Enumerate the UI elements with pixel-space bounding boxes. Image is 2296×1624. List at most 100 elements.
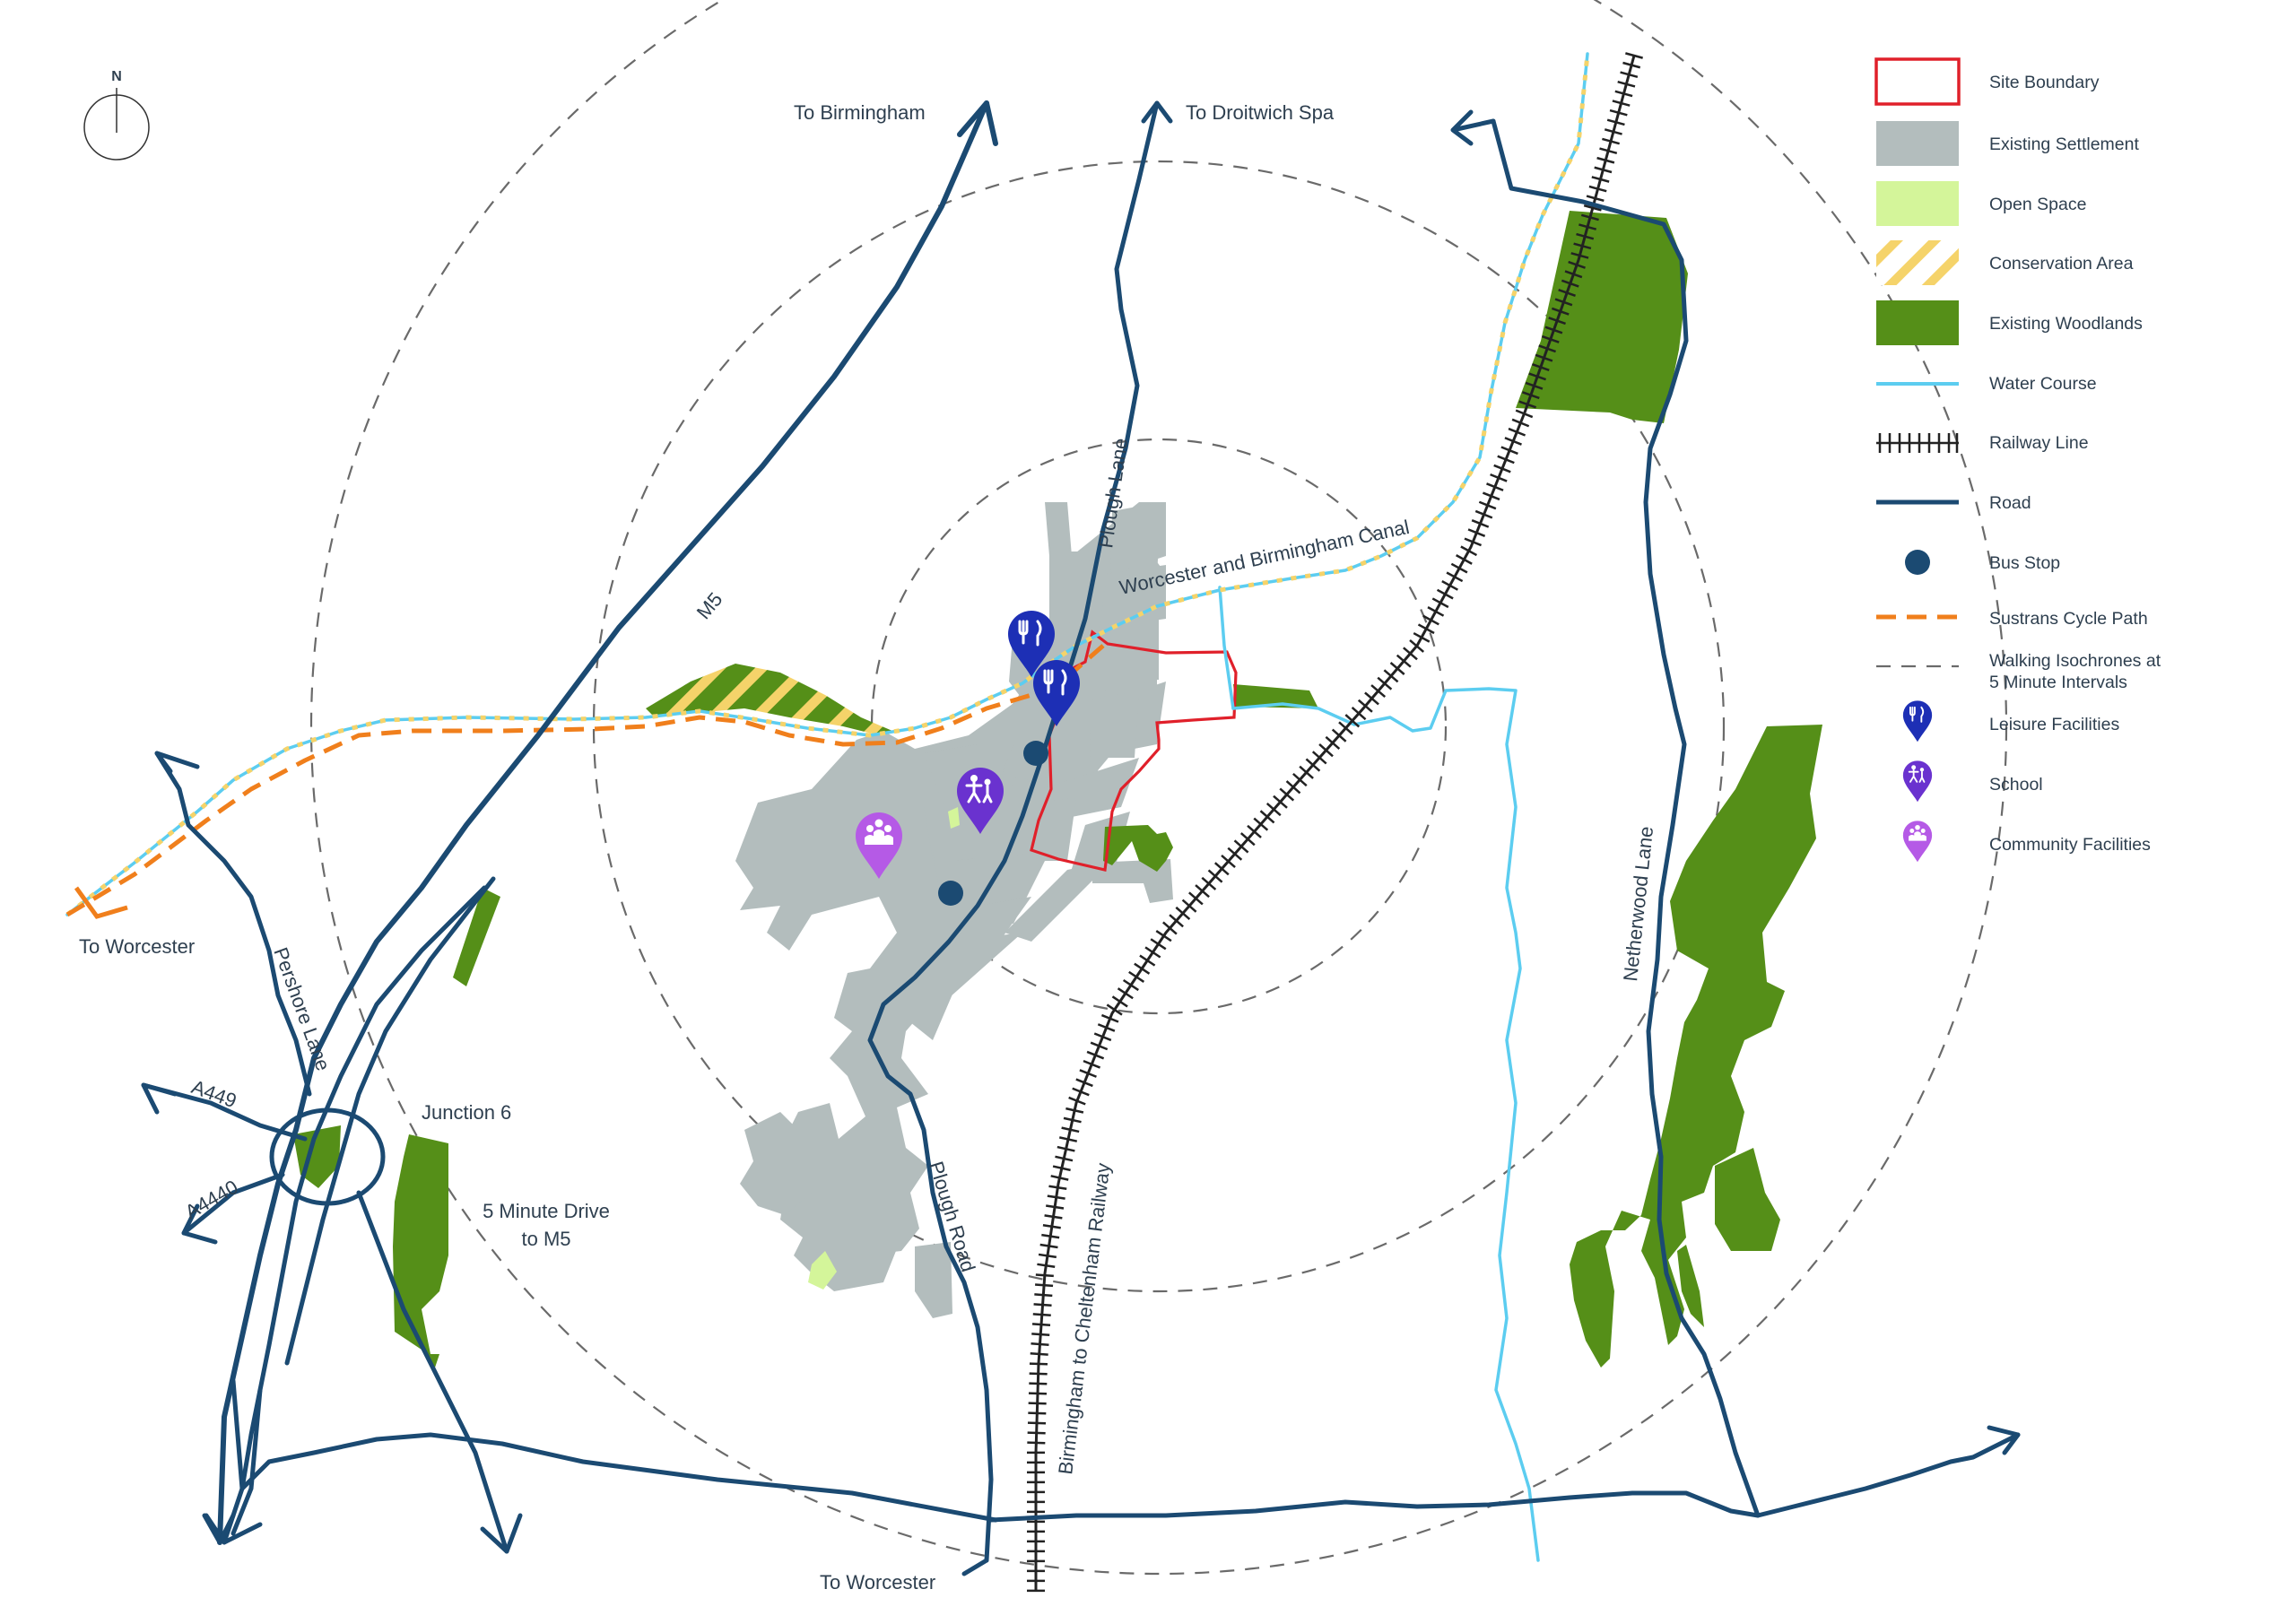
railway-tick [1273,795,1288,809]
railway-tick [1625,52,1643,59]
cycle-arrow [74,886,128,919]
railway-tick [1591,176,1610,183]
railway-tick [1106,1003,1123,1016]
legend: Site Boundary Existing Settlement Open S… [1874,57,2161,863]
railway-tick [1181,899,1197,913]
railway-tick [1450,562,1468,574]
railway-tick [1061,1126,1080,1133]
railway-tick [1292,772,1308,787]
railway-tick [1564,270,1583,279]
railway-tick [1134,962,1151,975]
legend-label-isochrones-2: 5 Minute Intervals [1989,673,2127,692]
railway-tick [1034,1293,1053,1298]
legend-label-bus-stop: Bus Stop [1989,553,2060,573]
railway-tick [1213,862,1230,876]
railway-line [1034,55,1636,1592]
railway-tick [1144,946,1161,959]
railway-tick [1377,676,1393,690]
railway-tick [1521,391,1540,400]
label-to-birmingham: To Birmingham [794,101,926,124]
railway-tick [1031,1333,1050,1336]
railway-tick [1561,279,1579,288]
railway-tick [1617,81,1636,88]
railway-tick [1500,446,1518,456]
legend-label-woodlands: Existing Woodlands [1989,314,2143,334]
railway-tick [1357,699,1373,713]
railway-tick [1578,223,1597,230]
label-drive-line2: to M5 [521,1228,570,1250]
railway-tick [1038,1253,1057,1259]
railway-tick [1427,606,1445,617]
legend-label-isochrones: Walking Isochrones at [1989,651,2161,671]
legend-leisure-swatch [1902,700,1933,743]
railway-tick [1620,71,1639,79]
railway-tick [1338,721,1353,735]
railway-tick [1413,631,1431,643]
railway-tick [1493,464,1511,473]
north-arrow: N [83,69,150,161]
legend-label-open-space: Open Space [1989,195,2086,214]
railway-tick [1030,1352,1048,1356]
railway-tick [1497,455,1515,465]
railway-tick [1474,509,1493,519]
railway-tick [1100,1013,1119,1023]
community-facility-pin [856,812,902,879]
railway-tick [1048,1185,1067,1190]
railway-tick [1075,1078,1093,1088]
railway-tick [1441,580,1458,591]
railway-tick [1351,706,1367,721]
railway-tick [1305,758,1321,772]
label-to-droitwich: To Droitwich Spa [1186,101,1335,124]
railway-tick [1201,876,1217,890]
north-label: N [111,69,122,84]
railway-tick [1057,1145,1075,1152]
label-junction6: Junction 6 [422,1101,511,1124]
leisure-facility-pin [1008,611,1055,677]
railway-tick [1573,242,1592,250]
railway-tick [1111,995,1128,1008]
railway-tick [1175,906,1191,920]
railway-tick [1195,884,1210,899]
railway-tick [1233,839,1249,854]
railway-tick [1614,90,1633,98]
isochrone-10min [592,160,1726,1293]
railway-tick [1436,588,1454,600]
existing-woodlands [293,211,1822,1368]
railway-tick [1622,61,1641,69]
railway-tick [1467,528,1486,537]
railway-tick [1050,1175,1069,1181]
railway-tick [1299,765,1314,779]
railway-tick [1028,1402,1047,1405]
label-to-worcester-west: To Worcester [79,935,195,958]
legend-label-railway: Railway Line [1989,433,2089,453]
railway-tick [1606,118,1625,126]
railway-tick [1285,780,1301,795]
railway-tick [1456,554,1473,565]
railway-tick [1155,930,1172,942]
railway-tick [1417,623,1435,635]
legend-label-water: Water Course [1989,374,2097,394]
railway-tick [1602,137,1620,145]
conservation-area [646,664,892,735]
road-m5 [217,100,989,1545]
legend-label-site-boundary: Site Boundary [1989,73,2100,92]
label-m5: M5 [692,588,727,623]
railway-tick [1239,832,1256,847]
railway-tick [1128,970,1145,983]
railway-tick [1039,1243,1058,1249]
railway-tick [1583,204,1602,212]
legend-community-swatch [1902,821,1933,863]
railway-tick [1548,317,1566,326]
road-plough-lane [867,100,1160,1563]
railway-tick [1318,743,1334,758]
railway-tick [1139,954,1156,967]
isochrone-5min [870,438,1448,1015]
railway-tick [1482,491,1500,501]
railway-tick [1027,1431,1046,1435]
railway-tick [1541,334,1560,343]
railway-tick [1083,1059,1101,1069]
railway-tick [1612,100,1631,107]
railway-tick [1311,751,1327,765]
railway-tick [1041,1233,1060,1239]
